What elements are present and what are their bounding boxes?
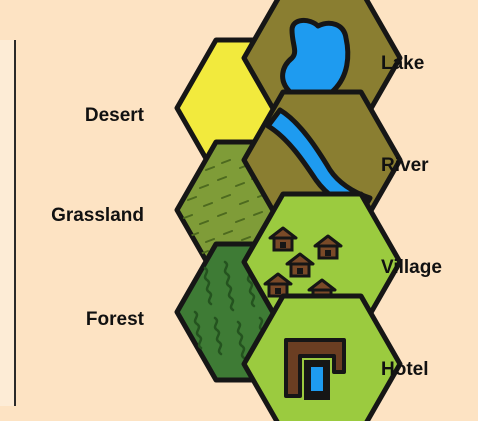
hotel-label: Hotel [381,359,429,380]
hut-icon [313,234,343,260]
forest-label: Forest [85,309,144,330]
hut-icon [285,252,315,278]
hut-icon [263,272,293,298]
village-label: Village [381,257,442,278]
river-label: River [381,155,429,176]
lake-label: Lake [381,53,425,74]
grassland-label: Grassland [51,205,144,226]
desert-label: Desert [84,105,144,126]
hotel-tile [241,293,403,421]
hotel-building-icon [284,338,346,400]
lake-water-shape [280,18,351,103]
hut-icon [268,226,298,252]
left-panel-edge [0,40,16,406]
